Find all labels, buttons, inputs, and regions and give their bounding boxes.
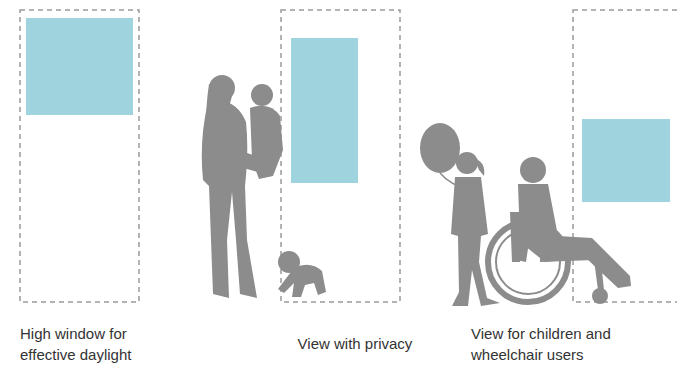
window (26, 18, 133, 115)
caption: View with privacy (270, 333, 440, 354)
window (582, 119, 670, 202)
child-with-balloon (420, 123, 500, 306)
crawling-baby (278, 251, 326, 297)
window (291, 38, 358, 183)
wheelchair-user (488, 157, 631, 304)
caption: View for children and wheelchair users (471, 323, 651, 365)
adult-with-child (202, 75, 283, 298)
caption: High window for effective daylight (20, 323, 160, 365)
wall-outline (20, 10, 139, 302)
